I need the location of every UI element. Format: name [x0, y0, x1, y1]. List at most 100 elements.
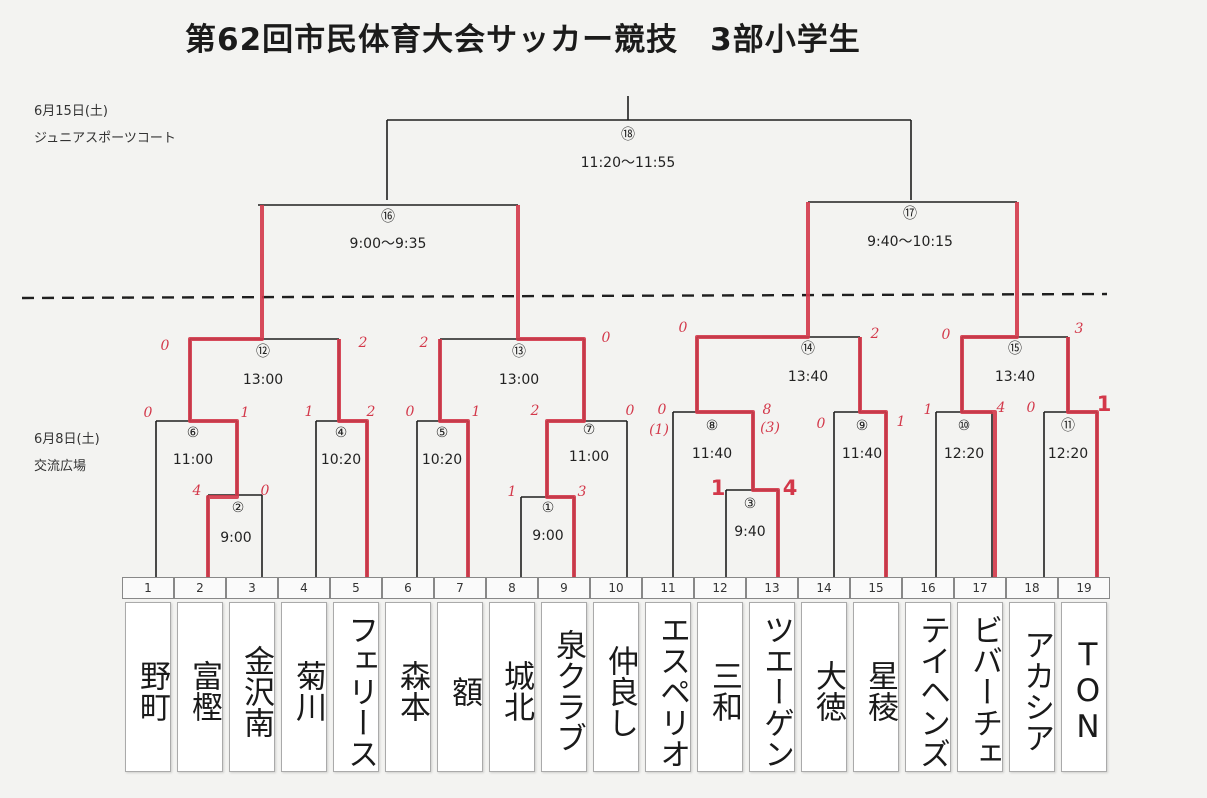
match-number: ⑧: [705, 418, 719, 434]
match-number: ⑥: [186, 425, 200, 441]
score: 1: [507, 484, 517, 500]
team-number: 18: [1006, 577, 1058, 599]
score: 1: [710, 476, 726, 500]
score: 0: [260, 483, 270, 499]
team-number: 6: [382, 577, 434, 599]
score: 8: [762, 402, 772, 418]
score: 2: [358, 335, 368, 351]
match-time: 11:40: [841, 446, 883, 462]
score: 0: [816, 416, 826, 432]
winner-path-5: [337, 339, 369, 578]
match-time: 9:00: [220, 530, 252, 546]
match-time: 10:20: [320, 452, 362, 468]
match-number: ⑩: [957, 418, 971, 434]
team-number: 17: [954, 577, 1006, 599]
match-number: ④: [334, 425, 348, 441]
score: 1: [304, 404, 314, 420]
team-name: テイヘンズ: [905, 602, 951, 772]
match-number: ⑬: [512, 344, 526, 360]
winner-path-13: [695, 202, 810, 578]
match-number: ⑦: [582, 422, 596, 438]
team-name: 森本: [385, 602, 431, 772]
team-number: 4: [278, 577, 330, 599]
winner-path-9: [516, 205, 586, 578]
team-name: エスペリオ: [645, 602, 691, 772]
winner-path-19: [1066, 337, 1099, 578]
winner-path-15: [858, 337, 888, 578]
team-name: 額: [437, 602, 483, 772]
team-number: 3: [226, 577, 278, 599]
match-number: ⑮: [1008, 341, 1022, 357]
score: 3: [1074, 321, 1084, 337]
team-name: 星稜: [853, 602, 899, 772]
match-time: 9:00: [532, 528, 564, 544]
score: 2: [366, 404, 376, 420]
team-name: 三和: [697, 602, 743, 772]
score: 2: [419, 335, 429, 351]
score: 0: [160, 338, 170, 354]
team-number: 15: [850, 577, 902, 599]
team-number: 13: [746, 577, 798, 599]
winner-path-left: [188, 205, 264, 578]
team-number: 19: [1058, 577, 1110, 599]
team-name: 野町: [125, 602, 171, 772]
score: 0: [625, 403, 635, 419]
team-number: 1: [122, 577, 174, 599]
match-time: 9:40～10:15: [867, 234, 953, 250]
match-time: 13:00: [242, 372, 284, 388]
team-number: 8: [486, 577, 538, 599]
team-name: ツエーゲン: [749, 602, 795, 772]
match-time: 11:40: [691, 446, 733, 462]
score: 1: [923, 402, 933, 418]
team-name: 富樫: [177, 602, 223, 772]
team-number: 7: [434, 577, 486, 599]
team-name: ビバーチェ: [957, 602, 1003, 772]
score: 1: [240, 405, 250, 421]
day-divider: [21, 292, 1108, 300]
match-time: 10:20: [421, 452, 463, 468]
bracket-line-match7: [546, 420, 628, 578]
team-slot: 6 森本: [382, 575, 434, 795]
team-name: TON: [1061, 602, 1107, 772]
score: 2: [530, 403, 540, 419]
score: 4: [996, 400, 1006, 416]
bracket-line-match14: [696, 336, 861, 412]
team-number: 10: [590, 577, 642, 599]
page-title: 第62回市民体育大会サッカー競技 3部小学生: [185, 22, 861, 58]
bracket-line-final: [386, 96, 912, 200]
score: 1: [471, 404, 481, 420]
match-time: 13:00: [498, 372, 540, 388]
team-slot: 16 テイヘンズ: [902, 575, 954, 795]
bracket-line-match4: [315, 420, 368, 578]
team-slot: 10 仲良し: [590, 575, 642, 795]
bracket-line-match5: [416, 420, 469, 578]
match-time: 12:20: [1047, 446, 1089, 462]
score: 3: [577, 484, 587, 500]
team-name: 仲良し: [593, 602, 639, 772]
match-number: ③: [743, 496, 757, 512]
match-number: ⑤: [435, 425, 449, 441]
team-slot: 1 野町: [122, 575, 174, 795]
match-number: ⑭: [801, 341, 815, 357]
bracket-line-match11: [1043, 411, 1098, 578]
bracket-line-match6: [155, 420, 238, 578]
match-time: 12:20: [943, 446, 985, 462]
team-number: 12: [694, 577, 746, 599]
team-slot: 3 金沢南: [226, 575, 278, 795]
match-time: 11:20～11:55: [580, 155, 676, 171]
team-number: 16: [902, 577, 954, 599]
score: 4: [192, 483, 202, 499]
match-number: ⑰: [903, 206, 917, 222]
team-name: 金沢南: [229, 602, 275, 772]
match-number: ⑪: [1061, 418, 1075, 434]
team-name: 城北: [489, 602, 535, 772]
